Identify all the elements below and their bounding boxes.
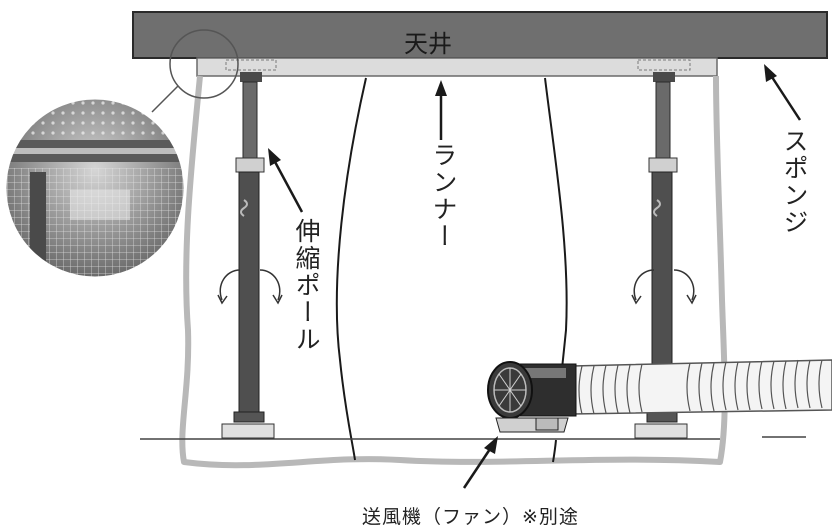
runner-label: ランナー	[429, 142, 458, 250]
inset-callout-circle	[169, 29, 239, 99]
curtain-enclosure	[179, 75, 728, 469]
arrow-pole	[272, 159, 304, 213]
telescopic-pole-right	[631, 72, 697, 439]
runner-bracket-left	[225, 59, 277, 71]
curtain-fold-left	[335, 77, 367, 461]
arrow-fan	[462, 445, 494, 489]
telescopic-pole-label: 伸縮ポール	[292, 218, 321, 353]
telescopic-pole-left	[217, 72, 283, 439]
arrow-fan-head	[484, 436, 498, 454]
duct-hose	[571, 359, 832, 415]
runner-bracket-right	[637, 59, 691, 71]
runner-rail	[196, 57, 718, 77]
ceiling-label: 天井	[404, 30, 452, 58]
arrow-pole-head	[268, 148, 281, 166]
curtain-fold-right-low	[552, 439, 557, 463]
inset-connector	[151, 85, 179, 113]
fan-unit	[487, 361, 577, 433]
arrow-runner-head	[435, 80, 447, 96]
ceiling-slab	[132, 11, 828, 59]
fan-label: 送風機（ファン）※別途	[362, 506, 579, 528]
curtain-fold-right	[544, 77, 568, 401]
arrow-sponge	[768, 73, 802, 121]
sponge-label: スポンジ	[780, 128, 809, 236]
arrow-sponge-head	[764, 64, 777, 82]
inset-photo	[3, 96, 187, 280]
